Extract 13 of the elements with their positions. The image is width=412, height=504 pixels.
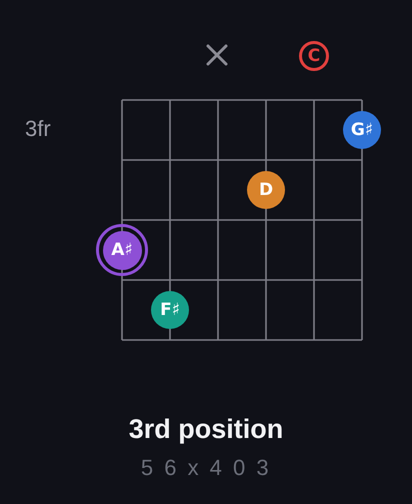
open-string-marker bbox=[299, 41, 329, 71]
note-name: G♯ bbox=[350, 122, 374, 138]
fingering-code: 5 6 x 4 0 3 bbox=[140, 456, 272, 480]
chord-title: 3rd position bbox=[128, 414, 284, 444]
note-name: F♯ bbox=[160, 302, 180, 318]
fret-number: 3fr bbox=[25, 117, 51, 141]
finger-dot bbox=[151, 291, 189, 329]
note-name: A♯ bbox=[111, 242, 133, 258]
note-name: C bbox=[308, 48, 320, 64]
note-name: D bbox=[258, 182, 274, 198]
finger-dot bbox=[247, 171, 285, 209]
finger-dot bbox=[343, 111, 381, 149]
root-finger-dot bbox=[96, 224, 148, 276]
